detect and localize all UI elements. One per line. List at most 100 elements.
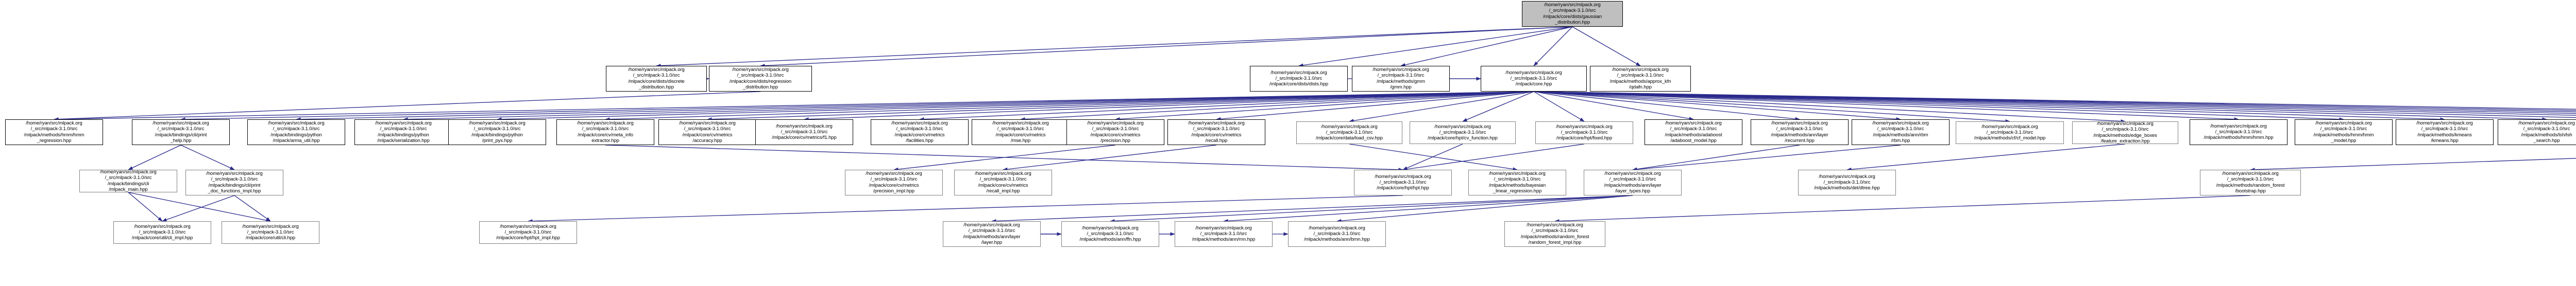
graph-node[interactable]: /home/ryan/src/mlpack.org /_src/mlpack-3…	[871, 119, 969, 145]
graph-node[interactable]: /home/ryan/src/mlpack.org /_src/mlpack-3…	[709, 66, 812, 92]
graph-edge	[1533, 91, 2576, 114]
graph-edge	[180, 91, 1534, 121]
graph-edge	[1020, 91, 1534, 121]
graph-node[interactable]: /home/ryan/src/mlpack.org /_src/mlpack-3…	[658, 119, 756, 145]
graph-node[interactable]: /home/ryan/src/mlpack.org /_src/mlpack-3…	[1852, 119, 1950, 145]
graph-node[interactable]: /home/ryan/src/mlpack.org /_src/mlpack-3…	[1175, 221, 1273, 247]
graph-edge	[1533, 91, 2239, 121]
graph-edge	[1402, 144, 1585, 171]
graph-node[interactable]: /home/ryan/src/mlpack.org /_src/mlpack-3…	[1751, 119, 1849, 145]
graph-edge	[1216, 91, 1534, 121]
graph-node[interactable]: /home/ryan/src/mlpack.org /_src/mlpack-3…	[1354, 170, 1452, 195]
graph-edge	[1402, 144, 1463, 170]
graph-edge	[656, 26, 1573, 68]
graph-edge	[528, 195, 1403, 223]
graph-node-root[interactable]: /home/ryan/src/mlpack.org /_src/mlpack-3…	[1522, 1, 1623, 27]
graph-edge	[1846, 144, 2126, 171]
graph-node[interactable]: /home/ryan/src/mlpack.org /_src/mlpack-3…	[1250, 66, 1348, 92]
graph-edge	[234, 195, 271, 222]
graph-node[interactable]: /home/ryan/src/mlpack.org /_src/mlpack-3…	[954, 170, 1052, 195]
graph-edge	[1533, 91, 2576, 111]
graph-node[interactable]: /home/ryan/src/mlpack.org /_src/mlpack-3…	[2200, 170, 2301, 195]
graph-edge	[1554, 195, 2251, 223]
graph-node[interactable]: /home/ryan/src/mlpack.org /_src/mlpack-3…	[448, 119, 546, 145]
graph-node[interactable]: /home/ryan/src/mlpack.org /_src/mlpack-3…	[185, 170, 283, 195]
graph-node[interactable]: /home/ryan/src/mlpack.org /_src/mlpack-3…	[2190, 119, 2287, 145]
graph-node[interactable]: /home/ryan/src/mlpack.org /_src/mlpack-3…	[2072, 121, 2178, 144]
graph-node[interactable]: /home/ryan/src/mlpack.org /_src/mlpack-3…	[2295, 119, 2393, 145]
graph-node[interactable]: /home/ryan/src/mlpack.org /_src/mlpack-3…	[556, 119, 654, 145]
graph-node[interactable]: /home/ryan/src/mlpack.org /_src/mlpack-3…	[79, 170, 177, 192]
graph-edge	[1349, 91, 1534, 123]
graph-node[interactable]: /home/ryan/src/mlpack.org /_src/mlpack-3…	[2498, 119, 2576, 145]
graph-node[interactable]: /home/ryan/src/mlpack.org /_src/mlpack-3…	[1798, 170, 1896, 195]
graph-edge	[1533, 91, 1901, 121]
graph-node[interactable]: /home/ryan/src/mlpack.org /_src/mlpack-3…	[354, 119, 452, 145]
graph-edge	[1632, 145, 1800, 171]
graph-edge	[180, 145, 235, 170]
graph-node[interactable]: /home/ryan/src/mlpack.org /_src/mlpack-3…	[479, 221, 577, 244]
graph-edge	[1533, 91, 2576, 110]
graph-edge	[760, 26, 1573, 68]
graph-edge	[1115, 91, 1534, 121]
graph-edge	[128, 192, 163, 222]
graph-edge	[1572, 26, 1641, 66]
graph-node[interactable]: /home/ryan/src/mlpack.org /_src/mlpack-3…	[132, 119, 230, 145]
graph-node[interactable]: /home/ryan/src/mlpack.org /_src/mlpack-3…	[1956, 121, 2064, 144]
graph-node[interactable]: /home/ryan/src/mlpack.org /_src/mlpack-3…	[222, 221, 319, 244]
graph-edge	[1632, 145, 1901, 171]
graph-node[interactable]: /home/ryan/src/mlpack.org /_src/mlpack-3…	[1645, 119, 1742, 145]
graph-edge	[497, 91, 1534, 121]
graph-node[interactable]: /home/ryan/src/mlpack.org /_src/mlpack-3…	[606, 66, 707, 92]
graph-node[interactable]: /home/ryan/src/mlpack.org /_src/mlpack-3…	[1481, 66, 1587, 92]
graph-edge	[1533, 26, 1573, 66]
graph-node[interactable]: /home/ryan/src/mlpack.org /_src/mlpack-3…	[1410, 121, 1516, 144]
graph-edge	[1533, 91, 1585, 122]
graph-node[interactable]: /home/ryan/src/mlpack.org /_src/mlpack-3…	[1590, 66, 1691, 92]
graph-edge	[1533, 91, 2010, 123]
graph-edge	[1533, 91, 1694, 120]
graph-edge	[403, 91, 1534, 121]
graph-edge	[893, 145, 1116, 171]
graph-edge	[128, 192, 271, 222]
graph-node[interactable]: /home/ryan/src/mlpack.org /_src/mlpack-3…	[1288, 221, 1386, 247]
graph-edge	[1336, 195, 1633, 223]
graph-node[interactable]: /home/ryan/src/mlpack.org /_src/mlpack-3…	[1352, 66, 1450, 92]
graph-edge	[1462, 91, 1534, 122]
graph-edge	[54, 91, 1534, 121]
graph-node[interactable]: /home/ryan/src/mlpack.org /_src/mlpack-3…	[1504, 221, 1605, 247]
graph-edge	[1533, 91, 2445, 121]
graph-node[interactable]: /home/ryan/src/mlpack.org /_src/mlpack-3…	[1584, 170, 1682, 195]
graph-edge	[54, 91, 761, 121]
graph-edge	[1533, 91, 2547, 121]
graph-edge	[991, 195, 1633, 223]
graph-edge	[2250, 158, 2576, 172]
graph-edge	[707, 91, 1534, 121]
graph-node[interactable]: /home/ryan/src/mlpack.org /_src/mlpack-3…	[1296, 121, 1402, 144]
graph-node[interactable]: /home/ryan/src/mlpack.org /_src/mlpack-3…	[1535, 121, 1633, 144]
graph-edge	[919, 91, 1534, 121]
graph-node[interactable]: /home/ryan/src/mlpack.org /_src/mlpack-3…	[1061, 221, 1159, 247]
graph-node[interactable]: /home/ryan/src/mlpack.org /_src/mlpack-3…	[1066, 119, 1164, 145]
graph-edge	[1223, 195, 1633, 223]
graph-node[interactable]: /home/ryan/src/mlpack.org /_src/mlpack-3…	[247, 119, 345, 145]
graph-edge	[1110, 195, 1633, 223]
graph-edge	[296, 91, 1534, 121]
graph-node[interactable]: /home/ryan/src/mlpack.org /_src/mlpack-3…	[2396, 119, 2494, 145]
graph-edge	[1298, 26, 1573, 67]
graph-node[interactable]: /home/ryan/src/mlpack.org /_src/mlpack-3…	[972, 119, 1070, 145]
graph-edge	[1533, 91, 2576, 118]
graph-node[interactable]: /home/ryan/src/mlpack.org /_src/mlpack-3…	[113, 221, 211, 244]
graph-node[interactable]: /home/ryan/src/mlpack.org /_src/mlpack-3…	[943, 221, 1041, 247]
graph-node[interactable]: /home/ryan/src/mlpack.org /_src/mlpack-3…	[5, 119, 103, 145]
graph-node[interactable]: /home/ryan/src/mlpack.org /_src/mlpack-3…	[845, 170, 943, 195]
graph-edge	[1533, 91, 1800, 121]
graph-node[interactable]: /home/ryan/src/mlpack.org /_src/mlpack-3…	[1468, 170, 1566, 195]
graph-node[interactable]: /home/ryan/src/mlpack.org /_src/mlpack-3…	[1167, 119, 1265, 145]
graph-node[interactable]: /home/ryan/src/mlpack.org /_src/mlpack-3…	[755, 119, 853, 145]
graph-edge	[1533, 91, 2344, 121]
graph-edge	[1400, 26, 1573, 67]
graph-edge	[605, 145, 1403, 172]
graph-edge	[1533, 91, 2576, 116]
